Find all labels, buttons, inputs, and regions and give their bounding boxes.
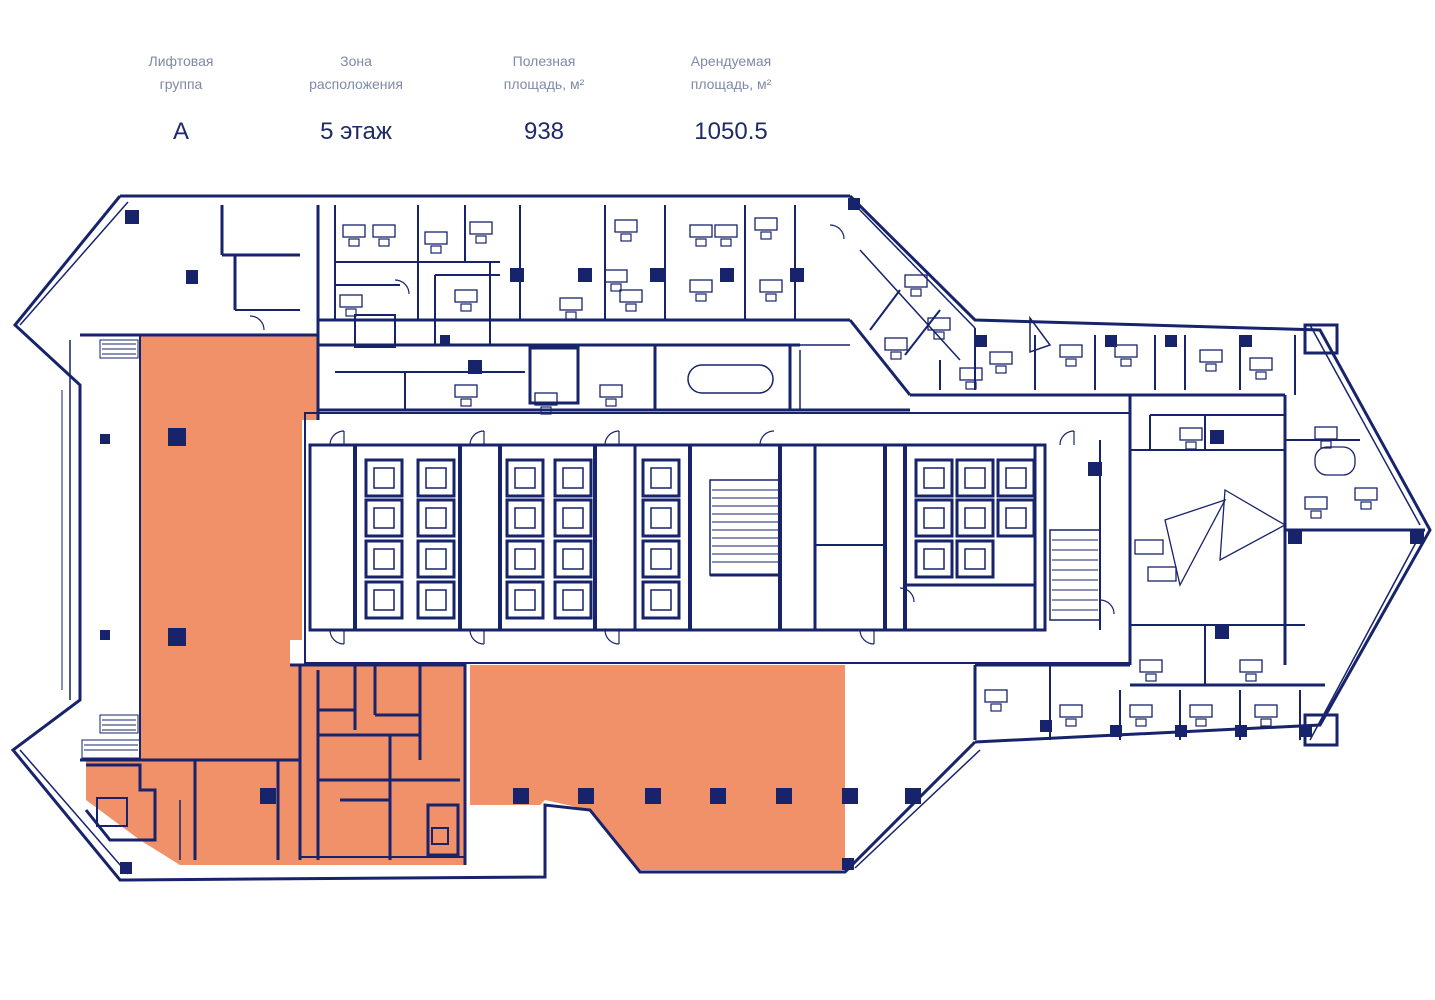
southeast-office-walls xyxy=(973,624,1339,747)
stat-value: 938 xyxy=(523,118,565,145)
highlight-west-wing[interactable] xyxy=(86,335,465,865)
elevator-icon xyxy=(364,458,1036,620)
door-icon xyxy=(249,224,1115,645)
outer-walls xyxy=(10,194,1432,882)
stat-label: Полезная площадь, м² xyxy=(503,53,585,92)
stats-header: Лифтовая группа А Зона расположения 5 эт… xyxy=(0,0,1435,160)
stat-label: Лифтовая группа xyxy=(148,53,214,92)
stat-value: 5 этаж xyxy=(320,118,392,145)
stair-icon xyxy=(84,343,1098,751)
north-office-walls xyxy=(318,205,961,412)
stat-useful-area: Полезная площадь, м² 938 xyxy=(444,50,644,146)
stat-value: 1050.5 xyxy=(694,118,768,145)
desk-icon xyxy=(339,217,1378,727)
stat-location-zone: Зона расположения 5 этаж xyxy=(256,50,456,146)
west-wing-walls xyxy=(61,205,320,860)
available-area[interactable] xyxy=(86,335,845,870)
stat-label: Арендуемая площадь, м² xyxy=(690,53,772,92)
stat-label: Зона расположения xyxy=(309,53,403,92)
highlight-south-block[interactable] xyxy=(470,665,845,870)
south-rooms-walls xyxy=(290,663,467,865)
stat-elevator-group: Лифтовая группа А xyxy=(81,50,281,146)
stat-value: А xyxy=(172,118,189,145)
east-atrium xyxy=(1129,395,1425,665)
stat-rentable-area: Арендуемая площадь, м² 1050.5 xyxy=(631,50,831,146)
northeast-office-walls xyxy=(910,315,1339,397)
column-icon xyxy=(100,198,1424,874)
